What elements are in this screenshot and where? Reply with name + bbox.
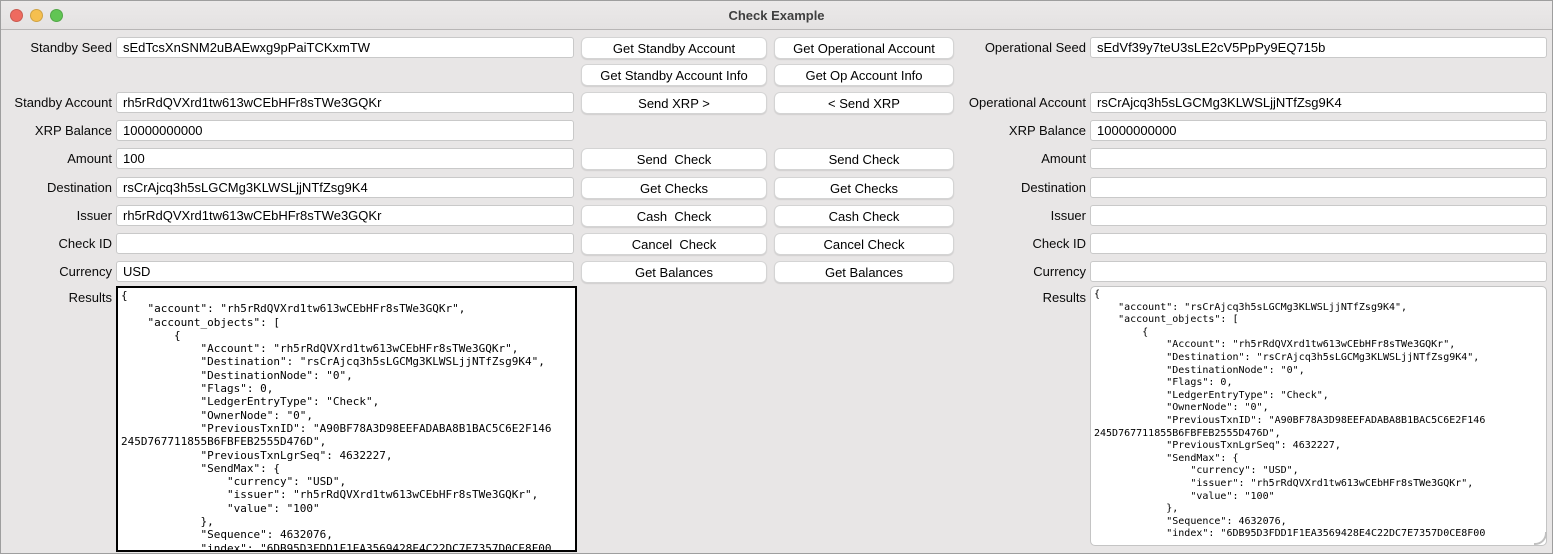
operational-account-label: Operational Account: [968, 95, 1086, 110]
close-button[interactable]: [10, 9, 23, 22]
standby-currency-label: Currency: [59, 264, 112, 279]
operational-destination-label: Destination: [1020, 180, 1086, 195]
standby-seed-label: Standby Seed: [30, 40, 112, 55]
operational-account-field[interactable]: [1090, 92, 1547, 113]
operational-currency-label: Currency: [1033, 264, 1086, 279]
standby-destination-label: Destination: [46, 180, 112, 195]
op-get-balances-button[interactable]: Get Balances: [774, 261, 954, 283]
operational-seed-label: Operational Seed: [984, 40, 1086, 55]
window-title: Check Example: [728, 7, 825, 23]
operational-results-label: Results: [1042, 290, 1086, 305]
get-standby-account-info-button[interactable]: Get Standby Account Info: [581, 64, 767, 86]
op-send-check-button[interactable]: Send Check: [774, 148, 954, 170]
operational-issuer-label: Issuer: [1050, 208, 1086, 223]
standby-amount-field[interactable]: [116, 148, 574, 169]
operational-checkid-field[interactable]: [1090, 233, 1547, 254]
standby-cash-check-button[interactable]: Cash Check: [581, 205, 767, 227]
send-xrp-right-button[interactable]: Send XRP >: [581, 92, 767, 114]
standby-issuer-field[interactable]: [116, 205, 574, 226]
title-bar: Check Example: [1, 1, 1552, 30]
op-get-checks-button[interactable]: Get Checks: [774, 177, 954, 199]
get-standby-account-button[interactable]: Get Standby Account: [581, 37, 767, 59]
standby-send-check-button[interactable]: Send Check: [581, 148, 767, 170]
standby-results-textarea[interactable]: { "account": "rh5rRdQVXrd1tw613wCEbHFr8s…: [116, 286, 577, 552]
standby-account-field[interactable]: [116, 92, 574, 113]
get-op-account-info-button[interactable]: Get Op Account Info: [774, 64, 954, 86]
operational-results-textarea[interactable]: { "account": "rsCrAjcq3h5sLGCMg3KLWSLjjN…: [1090, 286, 1547, 546]
window-controls: [10, 9, 63, 22]
op-cash-check-button[interactable]: Cash Check: [774, 205, 954, 227]
standby-amount-label: Amount: [67, 151, 112, 166]
operational-checkid-label: Check ID: [1032, 236, 1086, 251]
get-operational-account-button[interactable]: Get Operational Account: [774, 37, 954, 59]
operational-seed-field[interactable]: [1090, 37, 1547, 58]
standby-checkid-label: Check ID: [58, 236, 112, 251]
send-xrp-left-button[interactable]: < Send XRP: [774, 92, 954, 114]
operational-destination-field[interactable]: [1090, 177, 1547, 198]
operational-currency-field[interactable]: [1090, 261, 1547, 282]
operational-amount-label: Amount: [1041, 151, 1086, 166]
standby-results-label: Results: [68, 290, 112, 305]
standby-get-balances-button[interactable]: Get Balances: [581, 261, 767, 283]
standby-seed-field[interactable]: [116, 37, 574, 58]
standby-cancel-check-button[interactable]: Cancel Check: [581, 233, 767, 255]
minimize-button[interactable]: [30, 9, 43, 22]
zoom-button[interactable]: [50, 9, 63, 22]
standby-balance-label: XRP Balance: [34, 123, 112, 138]
operational-issuer-field[interactable]: [1090, 205, 1547, 226]
standby-account-label: Standby Account: [14, 95, 112, 110]
operational-balance-label: XRP Balance: [1008, 123, 1086, 138]
standby-balance-field[interactable]: [116, 120, 574, 141]
operational-amount-field[interactable]: [1090, 148, 1547, 169]
standby-currency-field[interactable]: [116, 261, 574, 282]
standby-issuer-label: Issuer: [76, 208, 112, 223]
standby-destination-field[interactable]: [116, 177, 574, 198]
standby-checkid-field[interactable]: [116, 233, 574, 254]
operational-balance-field[interactable]: [1090, 120, 1547, 141]
op-cancel-check-button[interactable]: Cancel Check: [774, 233, 954, 255]
standby-get-checks-button[interactable]: Get Checks: [581, 177, 767, 199]
